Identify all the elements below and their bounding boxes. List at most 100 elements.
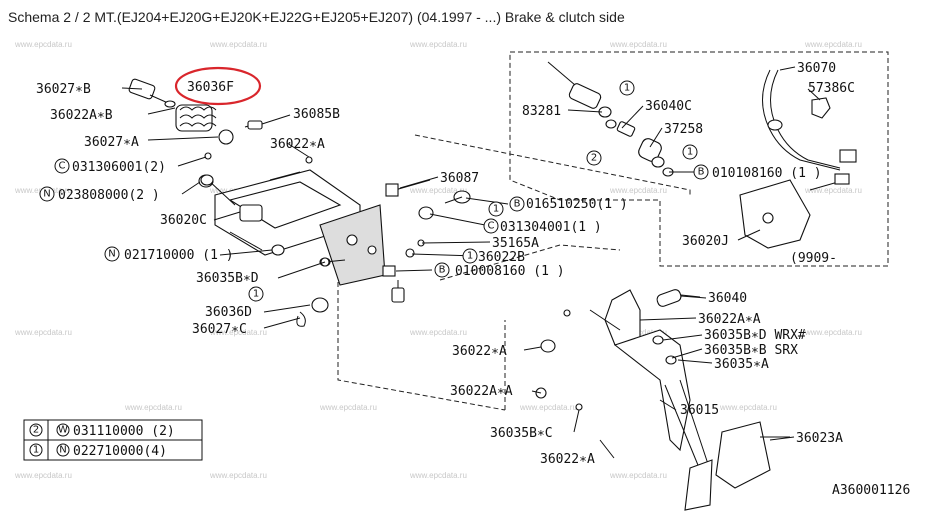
watermark: www.epcdata.ru — [804, 186, 862, 195]
label-83281[interactable]: 83281 — [522, 104, 561, 119]
watermark: www.epcdata.ru — [609, 40, 667, 49]
label-36022a-a-right[interactable]: 36022A∗A — [698, 312, 761, 327]
label-36035b-d-wrx[interactable]: 36035B∗D WRX# — [704, 328, 806, 343]
marker-1: 1 — [462, 248, 478, 264]
label-36027-b[interactable]: 36027∗B — [36, 82, 91, 97]
label-37258[interactable]: 37258 — [664, 122, 703, 137]
label-36035b-b-srx[interactable]: 36035B∗B SRX — [704, 343, 798, 358]
label-36022-a-top[interactable]: 36022∗A — [270, 137, 325, 152]
label-36022b[interactable]: 36022B — [478, 250, 525, 265]
marker-c: C — [54, 158, 70, 174]
label-36035b-d-left[interactable]: 36035B∗D — [196, 271, 259, 286]
watermark: www.epcdata.ru — [409, 186, 467, 195]
label-021710000[interactable]: 021710000 (1 ) — [124, 248, 234, 263]
label-36022-a-mid[interactable]: 36022∗A — [452, 344, 507, 359]
marker-1: 1 — [619, 80, 635, 96]
watermark: www.epcdata.ru — [124, 403, 182, 412]
label-36023a[interactable]: 36023A — [796, 431, 843, 446]
marker-b: B — [434, 262, 450, 278]
marker-n: N — [39, 186, 55, 202]
diagram-code: A360001126 — [832, 483, 910, 498]
label-36040[interactable]: 36040 — [708, 291, 747, 306]
watermark: www.epcdata.ru — [519, 403, 577, 412]
label-35165a[interactable]: 35165A — [492, 236, 539, 251]
watermark: www.epcdata.ru — [209, 40, 267, 49]
marker-1: 1 — [488, 201, 504, 217]
circled-markers: C N N 1 B C 1 B 1 1 2 1 B — [39, 80, 709, 302]
watermark: www.epcdata.ru — [609, 471, 667, 480]
label-36036f[interactable]: 36036F — [187, 80, 234, 95]
label-36020j[interactable]: 36020J — [682, 234, 729, 249]
marker-1: 1 — [682, 144, 698, 160]
svg-text:1: 1 — [33, 445, 39, 456]
label-36015[interactable]: 36015 — [680, 403, 719, 418]
marker-1: 1 — [248, 286, 264, 302]
watermark: www.epcdata.ru — [14, 471, 72, 480]
svg-text:2: 2 — [591, 153, 597, 164]
marker-n: N — [104, 246, 120, 262]
watermark: www.epcdata.ru — [804, 40, 862, 49]
watermark: www.epcdata.ru — [409, 40, 467, 49]
label-36022a-a-low[interactable]: 36022A∗A — [450, 384, 513, 399]
label-36027-a[interactable]: 36027∗A — [84, 135, 139, 150]
label-36040c[interactable]: 36040C — [645, 99, 692, 114]
svg-text:1: 1 — [493, 204, 499, 215]
legend-row-2: 2 W 031110000 (2) — [29, 423, 175, 439]
label-36070[interactable]: 36070 — [797, 61, 836, 76]
dashed-outlines — [337, 51, 889, 411]
part-labels: 36027∗B 36036F 36022A∗B 36085B 36027∗A 3… — [36, 61, 910, 498]
marker-c: C — [483, 218, 499, 234]
label-57386c[interactable]: 57386C — [808, 81, 855, 96]
watermark: www.epcdata.ru — [609, 186, 667, 195]
label-36036d[interactable]: 36036D — [205, 305, 252, 320]
svg-text:W: W — [58, 425, 68, 436]
watermark: www.epcdata.ru — [209, 471, 267, 480]
label-9909: (9909- — [790, 251, 837, 266]
svg-text:N: N — [59, 445, 66, 456]
label-023808000[interactable]: 023808000(2 ) — [58, 188, 160, 203]
svg-text:2: 2 — [33, 425, 39, 436]
label-36022a-b[interactable]: 36022A∗B — [50, 108, 113, 123]
label-031304001[interactable]: 031304001(1 ) — [500, 220, 602, 235]
bracket-assembly — [198, 169, 386, 286]
label-36022-a-bottom[interactable]: 36022∗A — [540, 452, 595, 467]
marker-b: B — [509, 196, 525, 212]
label-36035b-c[interactable]: 36035B∗C — [490, 426, 553, 441]
legend-table: 2 W 031110000 (2) 1 N 022710000(4) — [23, 419, 203, 461]
svg-text:1: 1 — [253, 289, 259, 300]
label-36035-a[interactable]: 36035∗A — [714, 357, 769, 372]
label-016510250[interactable]: 016510250(1 ) — [526, 197, 628, 212]
watermark: www.epcdata.ru — [319, 403, 377, 412]
watermark: www.epcdata.ru — [409, 471, 467, 480]
highlight-ring — [174, 66, 262, 106]
svg-text:1: 1 — [687, 147, 693, 158]
legend-row-1: 1 N 022710000(4) — [29, 443, 167, 459]
marker-b: B — [693, 164, 709, 180]
watermark: www.epcdata.ru — [409, 328, 467, 337]
label-031306001[interactable]: 031306001(2) — [72, 160, 166, 175]
label-36085b[interactable]: 36085B — [293, 107, 340, 122]
label-36087[interactable]: 36087 — [440, 171, 479, 186]
svg-text:C: C — [59, 161, 66, 172]
pedal-assembly — [535, 289, 790, 511]
svg-text:1: 1 — [624, 83, 630, 94]
label-36020c[interactable]: 36020C — [160, 213, 207, 228]
watermark: www.epcdata.ru — [14, 328, 72, 337]
legend-part: 031110000 (2) — [73, 424, 175, 439]
svg-text:N: N — [43, 189, 50, 200]
center-fittings — [200, 174, 471, 327]
marker-2: 2 — [586, 150, 602, 166]
sensor-assembly — [547, 61, 857, 249]
watermark: www.epcdata.ru — [719, 403, 777, 412]
legend-part: 022710000(4) — [73, 444, 167, 459]
label-010008160[interactable]: 010008160 (1 ) — [455, 264, 565, 279]
watermark: www.epcdata.ru — [209, 328, 267, 337]
label-010108160[interactable]: 010108160 (1 ) — [712, 166, 822, 181]
watermark: www.epcdata.ru — [14, 40, 72, 49]
svg-text:N: N — [108, 249, 115, 260]
label-36027-c[interactable]: 36027∗C — [192, 322, 247, 337]
watermark: www.epcdata.ru — [804, 328, 862, 337]
page-title: Schema 2 / 2 MT.(EJ204+EJ20G+EJ20K+EJ22G… — [8, 9, 625, 25]
svg-text:B: B — [514, 199, 521, 210]
